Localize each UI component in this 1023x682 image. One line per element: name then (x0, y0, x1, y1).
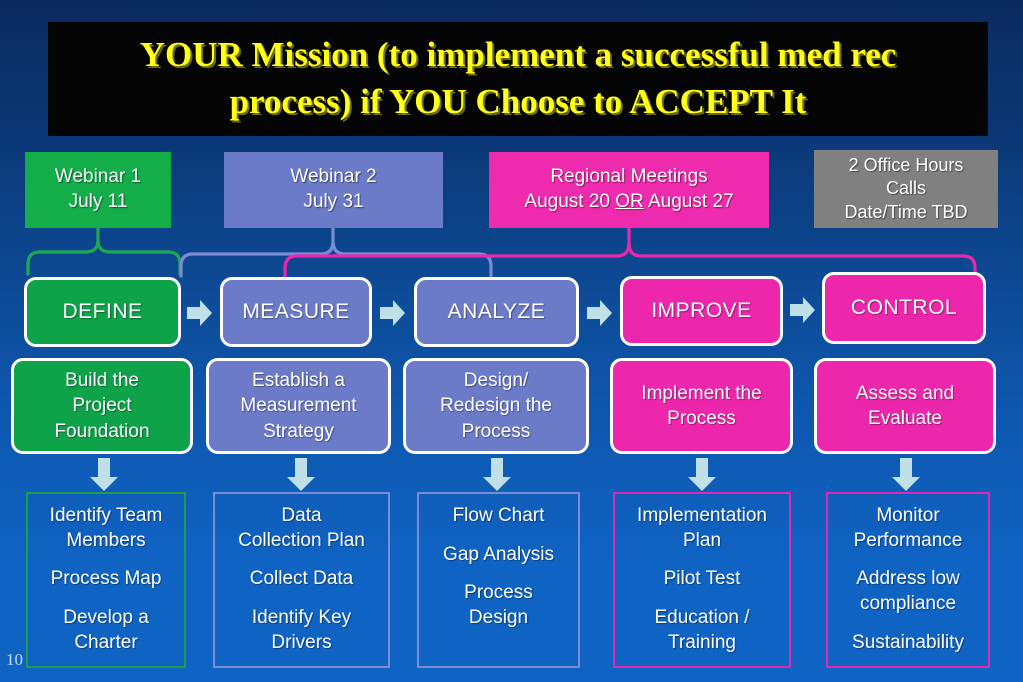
connector-webinar-2-to-measure-analyze (179, 226, 493, 278)
event-regional-date-pre: August 20 (524, 191, 616, 212)
down-arrow-improve (688, 458, 716, 491)
deliverable-item: Flow Chart (452, 505, 545, 526)
phase-box-analyze[interactable]: ANALYZE (414, 277, 579, 347)
deliverables-box-analyze[interactable]: Flow Chart Gap Analysis Process Design (417, 492, 580, 668)
description-text-define: Build the Project Foundation (54, 370, 150, 442)
description-text-measure: Establish a Measurement Strategy (240, 370, 357, 442)
phase-box-define[interactable]: DEFINE (24, 277, 181, 347)
deliverable-item: Education / Training (654, 607, 750, 653)
event-regional-line1: Regional Meetings (550, 166, 708, 188)
event-box-office-hours[interactable]: 2 Office Hours Calls Date/Time TBD (814, 150, 998, 228)
event-regional-date-post: August 27 (643, 191, 734, 212)
flow-arrow-analyze-to-improve (587, 300, 612, 326)
deliverable-item: Gap Analysis (443, 543, 554, 565)
deliverable-item: Process Design (464, 582, 533, 629)
description-box-control[interactable]: Assess and Evaluate (814, 358, 996, 454)
event-webinar-1-line2: July 11 (68, 191, 128, 212)
event-regional-or: OR (615, 191, 644, 212)
deliverable-item: Implementation Plan (637, 505, 767, 551)
deliverables-box-measure[interactable]: Data Collection Plan Collect Data Identi… (213, 492, 390, 668)
down-arrow-analyze (483, 458, 511, 491)
deliverable-item: Identify Key Drivers (251, 607, 352, 653)
page-title: YOUR Mission (to implement a successful … (140, 32, 897, 125)
flow-arrow-define-to-measure (187, 300, 212, 326)
event-webinar-2-line2: July 31 (303, 191, 364, 212)
deliverables-box-define[interactable]: Identify Team Members Process Map Develo… (26, 492, 186, 668)
flow-arrow-improve-to-control (790, 297, 815, 323)
phase-label-measure: MEASURE (242, 300, 350, 323)
deliverable-item: Data Collection Plan (238, 505, 365, 551)
deliverable-item: Pilot Test (663, 568, 741, 590)
flow-arrow-measure-to-analyze (380, 300, 405, 326)
deliverables-box-improve[interactable]: Implementation Plan Pilot Test Education… (613, 492, 791, 668)
description-box-improve[interactable]: Implement the Process (610, 358, 793, 454)
event-webinar-2-line1: Webinar 2 (290, 166, 377, 188)
description-text-improve: Implement the Process (641, 382, 762, 429)
deliverable-item: Process Map (50, 568, 162, 590)
connector-webinar-1-to-define (26, 226, 182, 276)
title-banner: YOUR Mission (to implement a successful … (48, 22, 988, 136)
deliverable-item: Sustainability (852, 631, 964, 653)
event-office-hours-line2: Calls (885, 178, 926, 199)
phase-label-improve: IMPROVE (651, 299, 752, 322)
down-arrow-define (90, 458, 118, 491)
deliverable-item: Develop a Charter (63, 607, 149, 653)
event-webinar-1-line1: Webinar 1 (54, 166, 142, 188)
description-text-control: Assess and Evaluate (855, 382, 955, 429)
event-box-regional-meetings[interactable]: Regional Meetings August 20 OR August 27 (489, 152, 769, 228)
phase-label-define: DEFINE (62, 300, 143, 323)
deliverable-item: Address low compliance (856, 568, 960, 615)
phase-box-improve[interactable]: IMPROVE (620, 276, 783, 346)
page-number: 10 (6, 650, 23, 669)
event-office-hours-line3: Date/Time TBD (844, 201, 968, 222)
phase-label-control: CONTROL (850, 296, 958, 319)
title-line-2: process) if YOU Choose to ACCEPT It (229, 82, 807, 121)
down-arrow-measure (287, 458, 315, 491)
event-office-hours-line1: 2 Office Hours (848, 154, 964, 175)
description-text-analyze: Design/ Redesign the Process (440, 370, 552, 442)
phase-box-control[interactable]: CONTROL (822, 272, 986, 344)
deliverables-box-control[interactable]: Monitor Performance Address low complian… (826, 492, 990, 668)
title-line-1: YOUR Mission (to implement a successful … (139, 35, 897, 75)
deliverable-item: Collect Data (249, 568, 354, 590)
description-box-measure[interactable]: Establish a Measurement Strategy (206, 358, 391, 454)
description-box-define[interactable]: Build the Project Foundation (11, 358, 193, 454)
deliverable-item: Monitor Performance (853, 505, 963, 551)
phase-box-measure[interactable]: MEASURE (220, 277, 372, 347)
down-arrow-control (892, 458, 920, 491)
description-box-analyze[interactable]: Design/ Redesign the Process (403, 358, 589, 454)
phase-label-analyze: ANALYZE (447, 300, 546, 323)
deliverable-item: Identify Team Members (49, 505, 163, 551)
event-box-webinar-2[interactable]: Webinar 2 July 31 (224, 152, 443, 228)
event-regional-line2: August 20 OR August 27 (524, 190, 733, 215)
event-box-webinar-1[interactable]: Webinar 1 July 11 (25, 152, 171, 228)
